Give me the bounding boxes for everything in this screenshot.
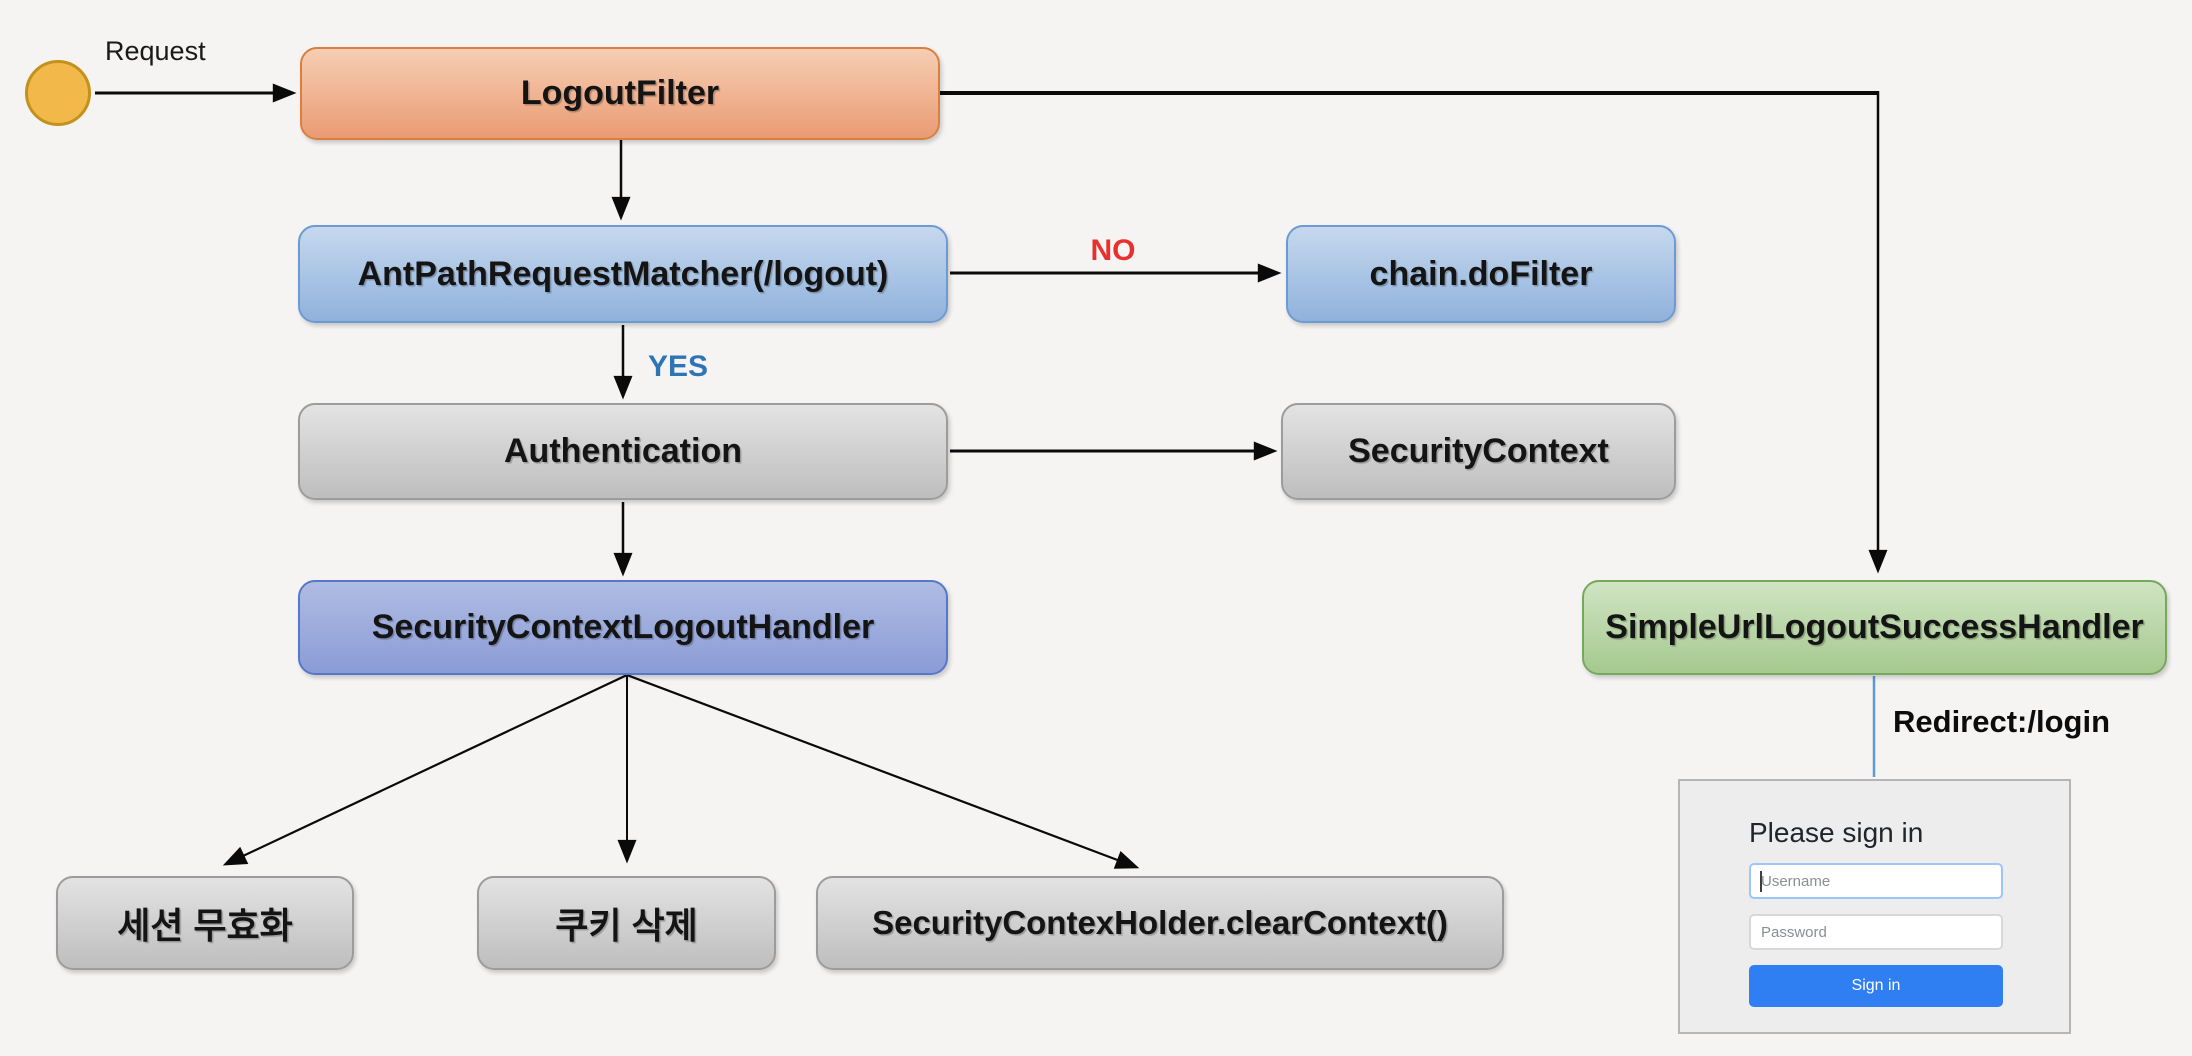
- node-ant-path-request-matcher-label: AntPathRequestMatcher(/logout): [357, 254, 889, 293]
- node-logout-filter: LogoutFilter: [300, 47, 940, 140]
- start-node: [25, 60, 91, 126]
- node-session-invalidate: 세션 무효화: [56, 876, 354, 970]
- no-edge-label: NO: [1090, 234, 1136, 267]
- node-authentication-label: Authentication: [504, 432, 742, 470]
- node-chain-do-filter: chain.doFilter: [1286, 225, 1676, 323]
- node-session-invalidate-label: 세션 무효화: [117, 905, 293, 946]
- node-clear-context: SecurityContexHolder.clearContext(): [816, 876, 1504, 970]
- node-security-context-logout-handler: SecurityContextLogoutHandler: [298, 580, 948, 675]
- edge-fan-to-session: [222, 674, 628, 866]
- sign-in-button[interactable]: Sign in: [1749, 965, 2003, 1007]
- node-cookie-delete: 쿠키 삭제: [477, 876, 776, 970]
- password-input[interactable]: [1749, 914, 2003, 950]
- login-panel: Please sign in Sign in: [1678, 779, 2071, 1034]
- login-heading: Please sign in: [1749, 817, 1924, 848]
- edge-fan-to-clearcontext: [626, 673, 1140, 869]
- username-input[interactable]: [1749, 863, 2003, 899]
- node-simple-url-logout-success-handler: SimpleUrlLogoutSuccessHandler: [1582, 580, 2167, 675]
- node-simple-url-logout-success-handler-label: SimpleUrlLogoutSuccessHandler: [1605, 608, 2144, 646]
- yes-edge-label: YES: [648, 350, 709, 383]
- node-cookie-delete-label: 쿠키 삭제: [555, 905, 698, 946]
- node-chain-do-filter-label: chain.doFilter: [1369, 254, 1593, 293]
- node-logout-filter-label: LogoutFilter: [520, 74, 720, 112]
- request-label: Request: [105, 36, 206, 66]
- redirect-edge-label: Redirect:/login: [1893, 704, 2111, 739]
- node-security-context: SecurityContext: [1281, 403, 1676, 500]
- node-ant-path-request-matcher: AntPathRequestMatcher(/logout): [298, 225, 948, 323]
- node-security-context-label: SecurityContext: [1348, 432, 1609, 470]
- node-security-context-logout-handler-label: SecurityContextLogoutHandler: [371, 608, 875, 646]
- node-authentication: Authentication: [298, 403, 948, 500]
- text-cursor: [1760, 871, 1762, 892]
- node-clear-context-label: SecurityContexHolder.clearContext(): [872, 904, 1448, 941]
